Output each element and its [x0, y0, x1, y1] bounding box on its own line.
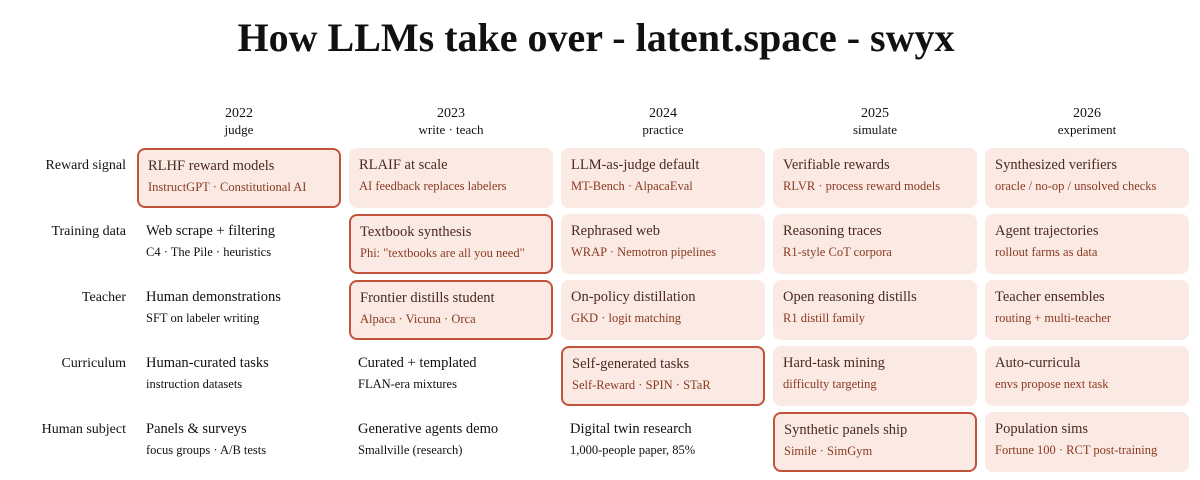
card-title: Curated + templated — [358, 355, 477, 371]
card-subtitle: WRAP · Nemotron pipelines — [571, 245, 717, 259]
column-theme: judge — [224, 122, 254, 137]
card-title: RLHF reward models — [148, 158, 275, 174]
card-subtitle: envs propose next task — [995, 377, 1109, 391]
card-subtitle: AI feedback replaces labelers — [359, 179, 507, 193]
card-title: Synthetic panels ship — [784, 422, 908, 438]
card-subtitle: Phi: "textbooks are all you need" — [360, 246, 525, 260]
page-title: How LLMs take over - latent.space - swyx — [237, 15, 955, 60]
column-theme: practice — [642, 122, 684, 137]
card-subtitle: Fortune 100 · RCT post-training — [995, 443, 1158, 457]
row-label: Reward signal — [45, 158, 126, 173]
card-title: Human-curated tasks — [146, 355, 269, 371]
card-subtitle: InstructGPT · Constitutional AI — [148, 180, 307, 194]
card-title: Web scrape + filtering — [146, 223, 275, 239]
card-subtitle: focus groups · A/B tests — [146, 443, 267, 457]
card-title: RLAIF at scale — [359, 157, 448, 173]
timeline-card: Panels & surveys focus groups · A/B tests — [137, 412, 341, 472]
card-title: Teacher ensembles — [995, 289, 1105, 305]
card-subtitle: C4 · The Pile · heuristics — [146, 245, 272, 259]
card-title: Agent trajectories — [995, 223, 1099, 239]
card-title: Textbook synthesis — [360, 224, 472, 240]
column-year: 2024 — [649, 106, 677, 121]
timeline-card: Web scrape + filtering C4 · The Pile · he… — [137, 214, 341, 274]
card-subtitle: difficulty targeting — [783, 377, 877, 391]
card-title: Open reasoning distills — [783, 289, 917, 305]
row-label: Human subject — [41, 422, 126, 437]
row-label: Teacher — [81, 290, 126, 305]
timeline-card: Digital twin research 1,000-people paper,… — [561, 412, 765, 472]
card-subtitle: oracle / no-op / unsolved checks — [995, 179, 1157, 193]
card-title: Reasoning traces — [783, 223, 882, 239]
timeline-card: Teacher ensembles routing + multi-teacher — [985, 280, 1189, 340]
card-title: Human demonstrations — [146, 289, 281, 305]
card-subtitle: Smallville (research) — [358, 443, 463, 457]
card-subtitle: GKD · logit matching — [571, 311, 682, 325]
card-title: Population sims — [995, 421, 1089, 437]
card-title: Digital twin research — [570, 421, 692, 437]
row-label: Training data — [51, 224, 126, 239]
card-title: On-policy distillation — [571, 289, 696, 305]
card-subtitle: rollout farms as data — [995, 245, 1098, 259]
card-subtitle: RLVR · process reward models — [783, 179, 941, 193]
card-title: Hard-task mining — [783, 355, 885, 371]
column-theme: experiment — [1057, 122, 1117, 137]
card-subtitle: R1 distill family — [783, 311, 865, 325]
card-subtitle: SFT on labeler writing — [146, 311, 260, 325]
column-theme: simulate — [852, 122, 898, 137]
card-subtitle: routing + multi-teacher — [995, 311, 1112, 325]
column-year: 2025 — [861, 106, 889, 121]
card-title: Generative agents demo — [358, 421, 499, 437]
card-title: Panels & surveys — [146, 421, 247, 437]
column-theme: write · teach — [418, 122, 484, 137]
timeline-card: RLAIF at scale AI feedback replaces label… — [349, 148, 553, 208]
card-subtitle: 1,000-people paper, 85% — [570, 443, 696, 457]
card-subtitle: instruction datasets — [146, 377, 243, 391]
timeline-card: Hard-task mining difficulty targeting — [773, 346, 977, 406]
row-label: Curriculum — [61, 356, 126, 371]
card-subtitle: FLAN-era mixtures — [358, 377, 457, 391]
card-title: Verifiable rewards — [783, 157, 890, 173]
card-title: Auto-curricula — [995, 355, 1081, 371]
card-subtitle: Simile · SimGym — [784, 444, 873, 458]
card-subtitle: Alpaca · Vicuna · Orca — [360, 312, 476, 326]
card-title: Self-generated tasks — [572, 356, 690, 372]
timeline-card: Agent trajectories rollout farms as data — [985, 214, 1189, 274]
card-subtitle: R1-style CoT corpora — [783, 245, 892, 259]
column-year: 2023 — [437, 106, 465, 121]
timeline-card: Open reasoning distills R1 distill family — [773, 280, 977, 340]
card-subtitle: Self-Reward · SPIN · STaR — [572, 378, 711, 392]
column-year: 2022 — [225, 106, 253, 121]
card-title: Frontier distills student — [360, 290, 495, 306]
timeline-card: Auto-curricula envs propose next task — [985, 346, 1189, 406]
card-title: Rephrased web — [571, 223, 660, 239]
timeline-card: Human-curated tasks instruction datasets — [137, 346, 341, 406]
column-year: 2026 — [1073, 106, 1101, 121]
card-subtitle: MT-Bench · AlpacaEval — [571, 179, 693, 193]
card-title: LLM-as-judge default — [571, 157, 700, 173]
card-title: Synthesized verifiers — [995, 157, 1118, 173]
timeline-card: Synthesized verifiers oracle / no-op / un… — [985, 148, 1189, 208]
